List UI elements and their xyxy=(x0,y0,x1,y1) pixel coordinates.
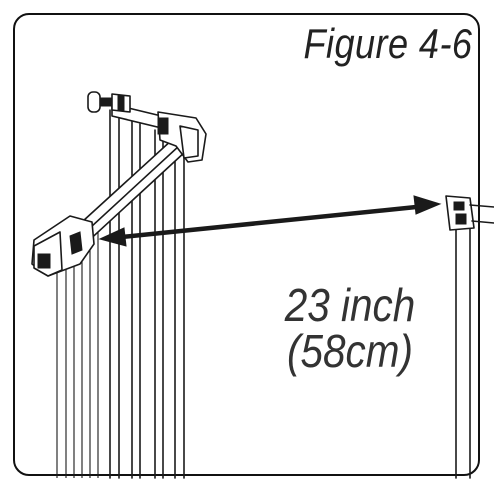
measurement-arrow xyxy=(98,195,442,247)
gate-latch-housing xyxy=(31,215,95,277)
measurement-centimeters: (58cm) xyxy=(287,325,413,377)
arrow-head-right xyxy=(413,195,442,215)
hinge-bracket xyxy=(157,111,207,163)
measurement-inches: 23 inch xyxy=(284,279,416,331)
figure-frame xyxy=(13,13,480,476)
figure-label: Figure 4-6 xyxy=(303,20,472,67)
measurement-label: 23 inch (58cm) xyxy=(262,282,438,374)
wall-mount-knob xyxy=(87,91,131,113)
arrow-head-left xyxy=(98,227,127,247)
right-wall-mount xyxy=(445,195,494,479)
